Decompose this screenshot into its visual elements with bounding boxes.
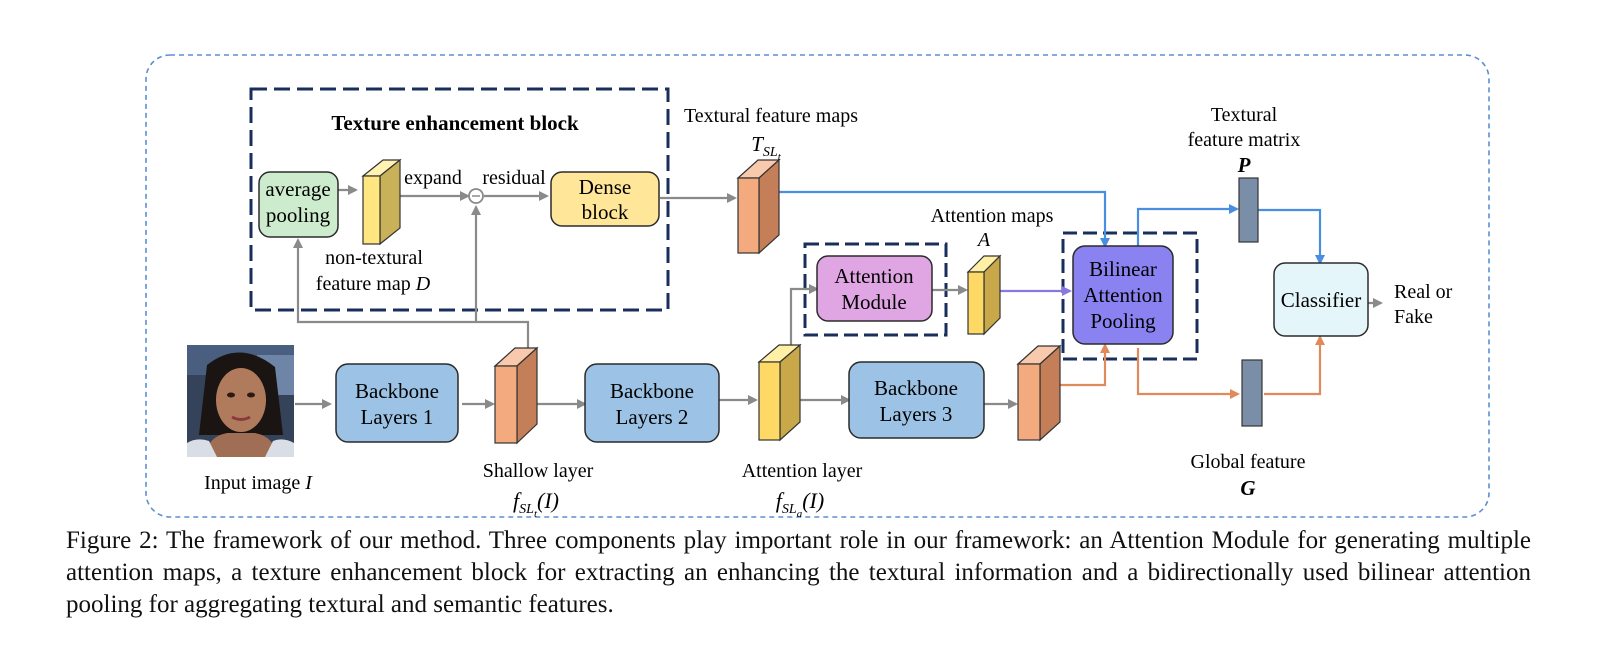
attention-maps-label: Attention maps xyxy=(931,205,1054,227)
bap-node xyxy=(1072,245,1174,345)
orange-connectors xyxy=(1060,335,1325,399)
output-line2: Fake xyxy=(1394,306,1433,328)
backbone-1-line2: Layers 1 xyxy=(361,405,434,429)
attention-maps-block xyxy=(966,254,1002,336)
classifier-label: Classifier xyxy=(1281,288,1361,312)
expand-label: expand xyxy=(404,167,462,189)
blue-connectors xyxy=(779,190,1325,265)
nontextural-line2: feature map D xyxy=(316,273,431,295)
backbone-2-line1: Backbone xyxy=(610,379,694,403)
shallow-layer-formula: fSLt(I) xyxy=(513,488,559,520)
residual-label: residual xyxy=(482,167,546,189)
attention-maps-symbol: A xyxy=(976,229,991,251)
gray-connectors xyxy=(293,185,1383,409)
global-feature-symbol: G xyxy=(1240,476,1255,500)
layer3-output-block xyxy=(1016,344,1062,442)
bap-line2: Attention xyxy=(1083,283,1163,307)
nontextural-line1: non-textural xyxy=(325,247,423,269)
textural-matrix-line2: feature matrix xyxy=(1188,129,1301,151)
attention-layer-formula: fSLa(I) xyxy=(776,488,824,520)
shallow-layer-block xyxy=(493,346,539,445)
nontextural-map-block xyxy=(361,158,402,246)
output-line1: Real or xyxy=(1394,281,1453,303)
classifier-node xyxy=(1273,262,1369,337)
input-image-label: Input image I xyxy=(204,472,313,494)
backbone-1-line1: Backbone xyxy=(355,379,439,403)
input-face-image xyxy=(187,345,294,457)
dense-block-line2: block xyxy=(582,200,629,224)
framework-diagram: average pooling Dense block Backbone Lay… xyxy=(145,54,1490,520)
bap-line3: Pooling xyxy=(1090,309,1156,333)
attention-module-node xyxy=(816,255,933,322)
figure-caption: Figure 2: The framework of our method. T… xyxy=(66,527,1531,618)
average-pooling-box xyxy=(258,171,339,238)
backbone-3-line1: Backbone xyxy=(874,376,958,400)
attention-module-line1: Attention xyxy=(834,264,914,288)
dense-block-line1: Dense xyxy=(579,175,631,199)
attention-layer-label: Attention layer xyxy=(742,460,863,482)
texture-block-box xyxy=(249,87,670,312)
global-feature-g-vector xyxy=(1241,359,1263,427)
backbone-3-line2: Layers 3 xyxy=(880,402,953,426)
backbone-layers-2-box xyxy=(584,363,720,443)
textural-matrix-symbol: P xyxy=(1237,153,1251,177)
textural-maps-block xyxy=(736,158,781,255)
backbone-layers-1-box xyxy=(335,363,459,443)
textural-matrix-line1: Textural xyxy=(1211,104,1278,126)
bap-box xyxy=(1061,231,1199,361)
attention-module-line2: Module xyxy=(841,290,906,314)
shallow-layer-label: Shallow layer xyxy=(483,460,594,482)
global-feature-label: Global feature xyxy=(1191,451,1306,473)
dense-block-box xyxy=(550,171,660,227)
attention-layer-block xyxy=(757,343,802,442)
backbone-2-line2: Layers 2 xyxy=(616,405,689,429)
outer-frame xyxy=(145,54,1490,518)
textural-maps-symbol: TSLt xyxy=(751,132,781,163)
average-pooling-line1: average xyxy=(265,177,330,201)
bap-line1: Bilinear xyxy=(1089,257,1157,281)
feature-matrix-p-vector xyxy=(1238,177,1259,243)
average-pooling-line2: pooling xyxy=(266,203,331,227)
backbone-layers-3-box xyxy=(848,361,985,439)
textural-maps-label: Textural feature maps xyxy=(684,105,858,127)
texture-block-title: Texture enhancement block xyxy=(331,111,579,135)
